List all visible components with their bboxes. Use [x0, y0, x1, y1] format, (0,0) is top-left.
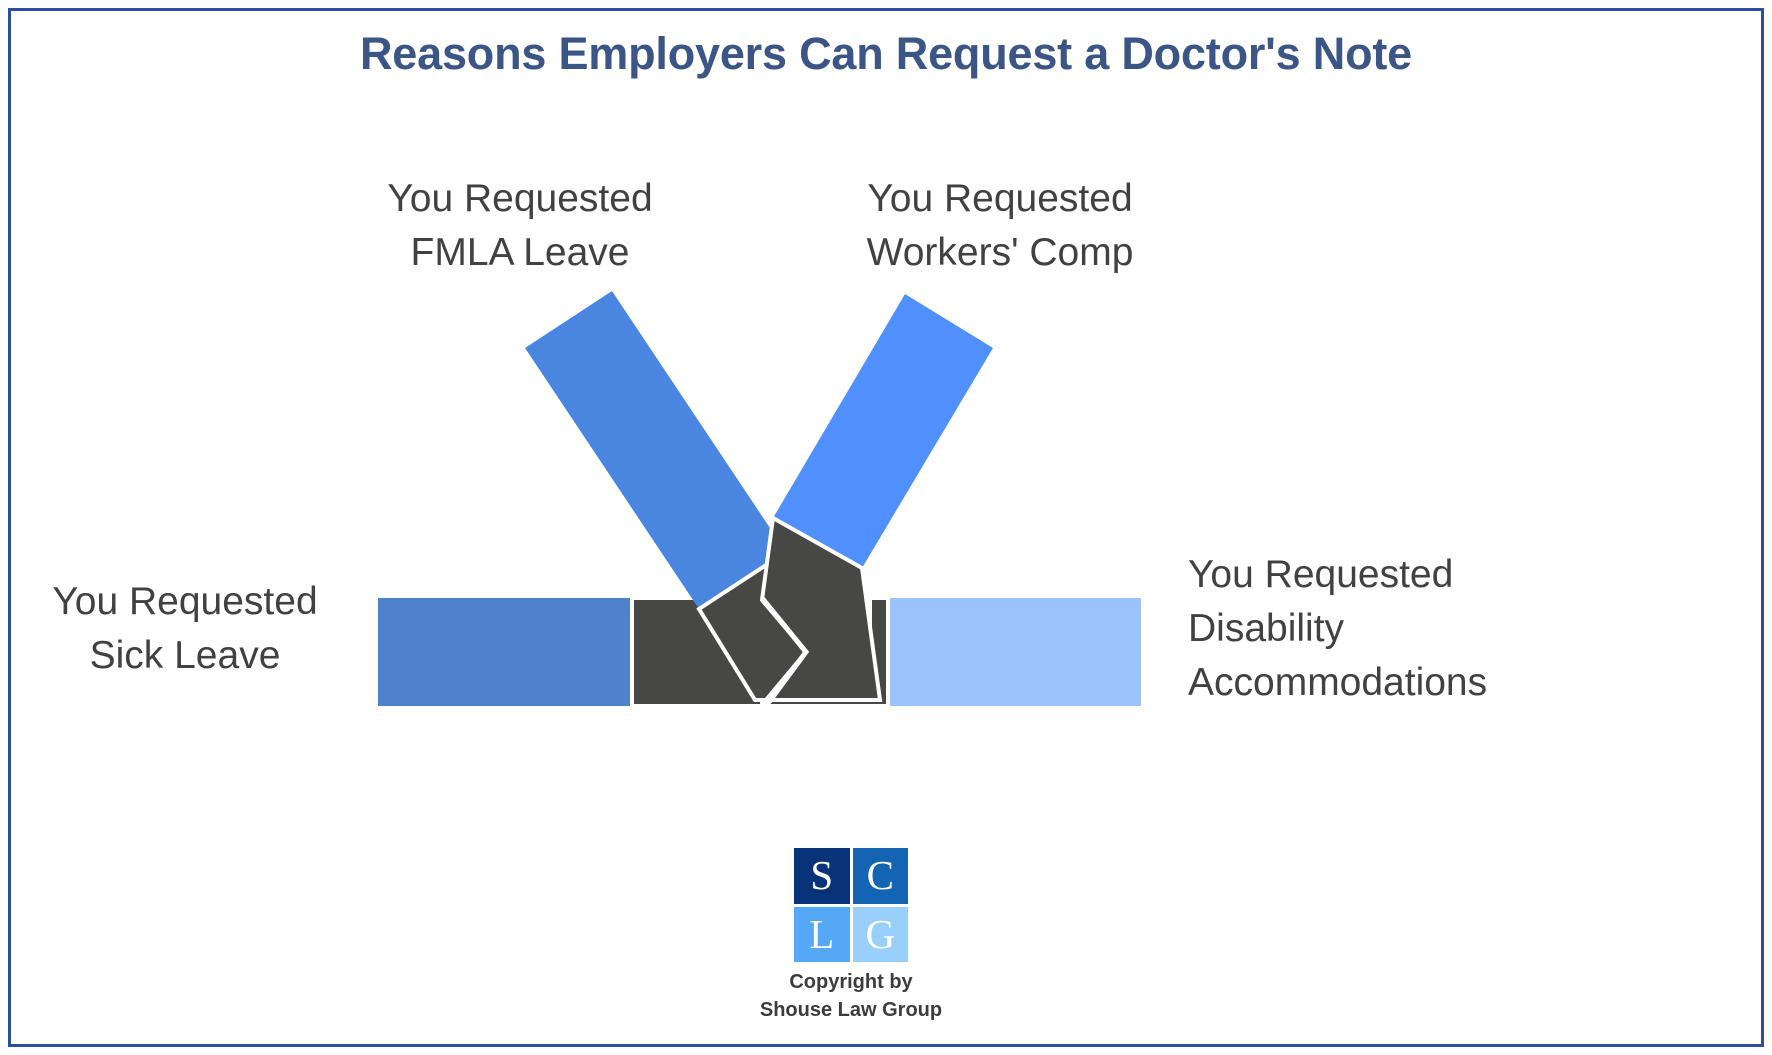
- shouse-law-group-logo: S C L G: [794, 848, 908, 962]
- logo-letter-l: L: [794, 906, 850, 962]
- page-title: Reasons Employers Can Request a Doctor's…: [360, 28, 1412, 79]
- label-fmla-leave: You Requested FMLA Leave: [387, 177, 653, 274]
- hand-separator-notch: [760, 596, 810, 708]
- workers-comp-sleeve: [773, 294, 993, 568]
- fmla-sleeve: [525, 291, 786, 609]
- disability-sleeve: [888, 598, 1141, 706]
- logo-letter-g: G: [852, 906, 908, 962]
- label-disability-accommodations: You Requested Disability Accommodations: [1188, 553, 1488, 704]
- copyright-caption: Copyright by Shouse Law Group: [759, 971, 943, 1022]
- logo-grid: S C L G: [794, 848, 908, 962]
- label-sick-leave: You Requested Sick Leave: [52, 580, 318, 677]
- sick-leave-sleeve: [378, 598, 632, 706]
- logo-letter-c: C: [852, 848, 908, 904]
- label-workers-comp: You Requested Workers' Comp: [866, 177, 1134, 274]
- logo-letter-s: S: [794, 848, 850, 904]
